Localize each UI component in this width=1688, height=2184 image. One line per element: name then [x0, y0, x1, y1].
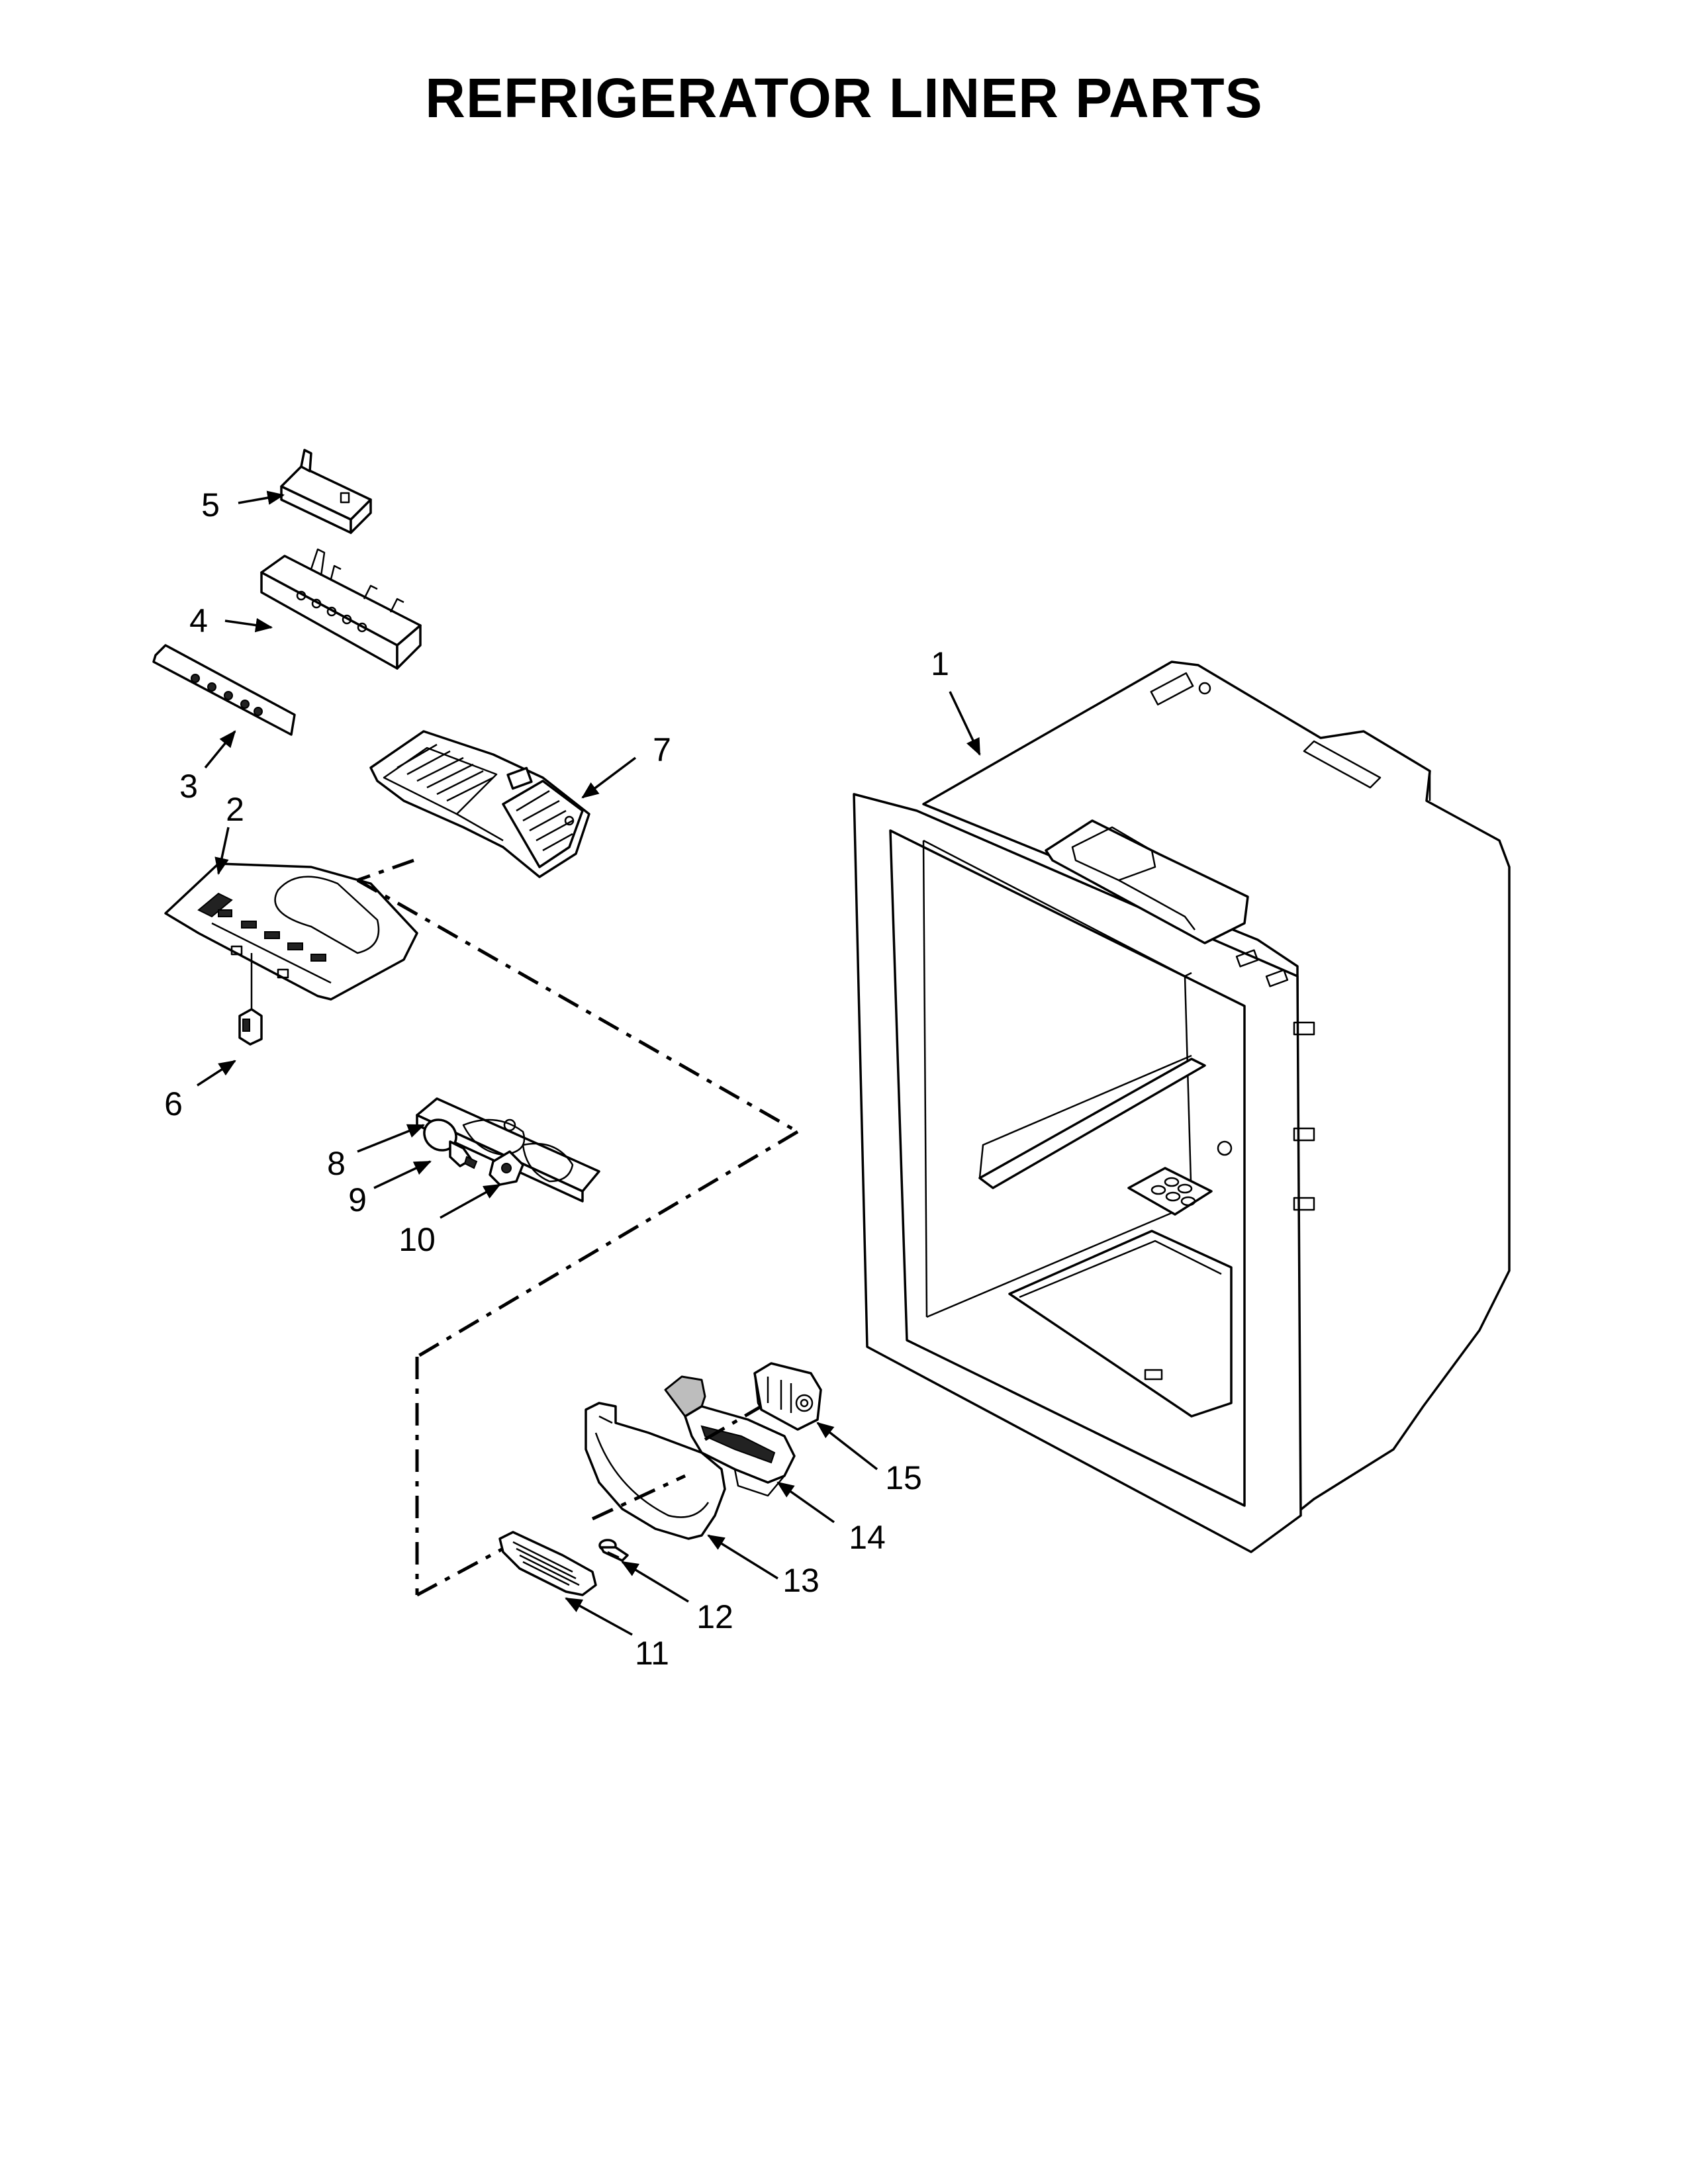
part-6-switch: [238, 1008, 263, 1046]
callout-12: 12: [696, 1598, 733, 1635]
callout-15: 15: [885, 1459, 922, 1496]
part-7-air-diffuser: [369, 730, 590, 878]
leader-13: [707, 1534, 778, 1580]
leader-14: [776, 1481, 835, 1524]
leader-5: [238, 490, 285, 505]
callout-10: 10: [399, 1221, 436, 1258]
assembly-lines: [356, 858, 799, 1597]
part-3-overlay: [152, 644, 296, 736]
leader-3: [204, 730, 236, 769]
part-1-liner: [853, 660, 1511, 1553]
drain-vent-holes: [1150, 1177, 1196, 1206]
leader-9: [373, 1160, 432, 1189]
leader-lines: [197, 490, 981, 1636]
leader-10: [440, 1183, 501, 1219]
callout-numbers: 1 2 3 4 5 6 7 8 9 10 11 12 13 14 15: [164, 486, 949, 1672]
leader-11: [565, 1597, 633, 1636]
leader-1: [949, 691, 981, 756]
leader-6: [197, 1060, 236, 1087]
callout-14: 14: [849, 1519, 886, 1556]
part-13-crisper-duct: [585, 1402, 726, 1540]
leader-4: [224, 617, 273, 633]
callout-7: 7: [653, 731, 671, 768]
part-14-duct-housing: [664, 1375, 796, 1497]
part-15-damper-motor: [753, 1362, 822, 1431]
callout-6: 6: [164, 1085, 183, 1122]
part-5-bracket: [280, 449, 372, 534]
part-2-control-cover: [164, 862, 418, 1009]
part-4-control-housing: [260, 548, 422, 670]
page-title: REFRIGERATOR LINER PARTS: [425, 67, 1263, 129]
callout-2: 2: [226, 791, 244, 828]
leader-2: [214, 827, 230, 876]
callout-11: 11: [635, 1635, 669, 1672]
part-10-socket: [489, 1150, 524, 1186]
callout-4: 4: [189, 602, 208, 639]
callout-5: 5: [201, 486, 220, 523]
leader-7: [581, 756, 637, 799]
part-9-light-bulb: [423, 1118, 478, 1169]
callout-13: 13: [782, 1562, 820, 1599]
callout-8: 8: [327, 1145, 346, 1182]
part-11-vent-grille: [498, 1531, 597, 1596]
callout-1: 1: [931, 645, 949, 682]
leader-8: [357, 1124, 426, 1153]
leader-12: [621, 1561, 689, 1603]
leader-15: [816, 1422, 878, 1471]
callout-3: 3: [179, 768, 198, 805]
callout-9: 9: [348, 1181, 367, 1218]
part-12-screw: [598, 1539, 629, 1562]
